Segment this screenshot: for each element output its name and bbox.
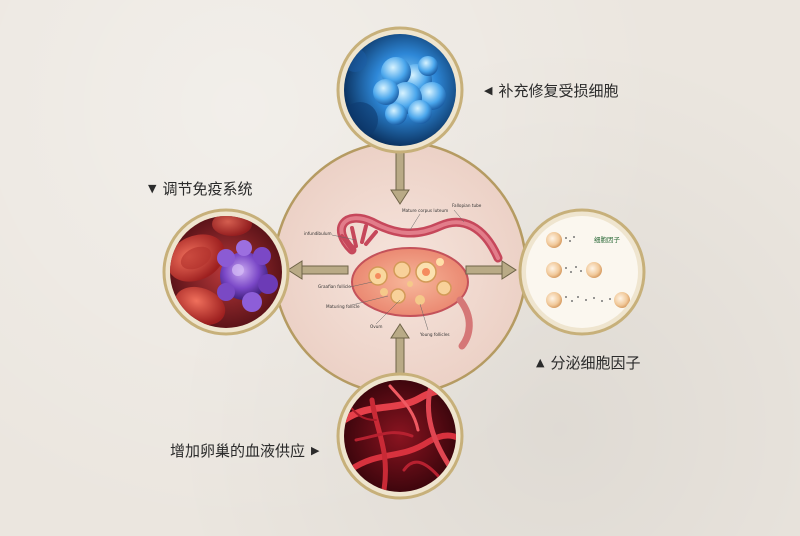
blood-vessel-circle [336, 372, 464, 500]
ovary-label-fallopian-tube: Fallopian tube [452, 203, 482, 208]
arrow-center-to-left [287, 260, 349, 280]
label-cytokines-text: 分泌细胞因子 [550, 354, 641, 372]
label-blood-supply-text: 增加卵巢的血液供应 [170, 442, 306, 460]
ovary-label-corpus-luteum: Mature corpus luteum [402, 208, 448, 213]
up-triangle-icon: ▲ [536, 356, 545, 369]
label-repair-cells-text: 补充修复受损细胞 [498, 82, 619, 100]
ovary-illustration [331, 209, 503, 350]
stem-cell-circle [336, 26, 464, 154]
down-triangle-icon: ▼ [148, 182, 157, 195]
immune-cell [217, 240, 278, 312]
label-blood-supply: 增加卵巢的血液供应 ▶ [170, 440, 319, 461]
cytokine-caption: 细胞因子 [594, 235, 621, 244]
label-immune: ▼ 调节免疫系统 [148, 178, 252, 199]
ovary-label-graafian-follicle: Graafian follicle [318, 284, 351, 289]
immune-cell-circle [162, 208, 290, 336]
ovary-label-ovum: Ovum [370, 324, 383, 329]
ovary-label-young-follicles: Young follicles [419, 332, 450, 337]
ovary-label-maturing-follicle: Maturing follicle [326, 304, 360, 309]
label-repair-cells: ◀ 补充修复受损细胞 [484, 80, 618, 101]
label-cytokines: ▲ 分泌细胞因子 [536, 352, 640, 373]
right-triangle-icon: ▶ [311, 444, 320, 457]
ovary-label-infundibulum: infundibulum [304, 231, 332, 236]
label-immune-text: 调节免疫系统 [162, 180, 253, 198]
cytokine-circle: 细胞因子 [518, 208, 646, 336]
left-triangle-icon: ◀ [484, 84, 493, 97]
arrow-center-to-right [465, 260, 517, 280]
